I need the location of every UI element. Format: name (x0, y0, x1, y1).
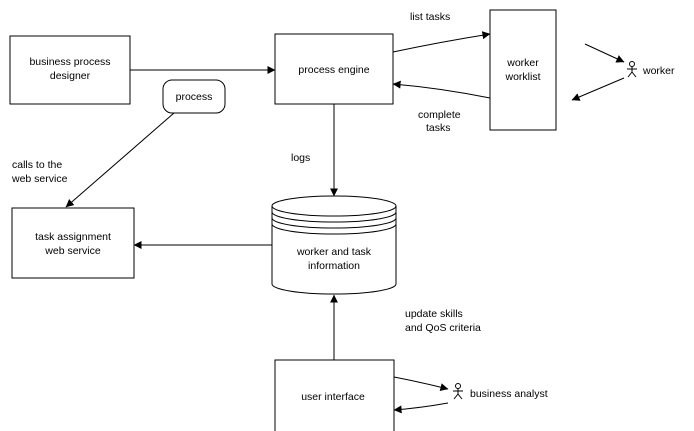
business-process-designer-node: business process designer (9, 35, 131, 105)
logs-label: logs (291, 152, 310, 164)
user-interface-label: user interface (301, 391, 365, 403)
update-label-line2: and QoS criteria (405, 322, 481, 334)
worker-label: worker (642, 65, 675, 77)
database-label-line2: information (308, 260, 360, 272)
calls-label-line1: calls to the (12, 159, 62, 171)
worklist-label-line1: worker (506, 57, 539, 69)
process-label: process (176, 91, 213, 103)
business-analyst-actor: business analyst (453, 383, 548, 400)
calls-label-line2: web service (11, 173, 68, 185)
worklist-to-worker-arrow (584, 43, 625, 63)
engine-label: process engine (298, 64, 369, 76)
process-engine-node: process engine (274, 33, 394, 105)
list-tasks-label: list tasks (410, 11, 450, 23)
ui-to-analyst-arrow (393, 376, 449, 392)
complete-tasks-label-line2: tasks (426, 122, 451, 134)
worker-to-worklist-arrow (571, 77, 625, 101)
complete-tasks-arrow (392, 80, 491, 99)
worklist-label-line2: worklist (504, 71, 540, 83)
worker-task-database: worker and task information (271, 195, 397, 295)
task-service-label-line2: web service (44, 245, 101, 257)
process-to-service-arrow (65, 112, 175, 208)
business-analyst-label: business analyst (470, 388, 548, 400)
list-tasks-arrow (392, 31, 491, 53)
update-label-line1: update skills (405, 308, 463, 320)
task-service-label-line1: task assignment (35, 231, 111, 243)
worker-actor: worker (627, 61, 675, 78)
complete-tasks-label-line1: complete (418, 109, 461, 121)
task-assignment-service-node: task assignment web service (11, 207, 135, 279)
database-label-line1: worker and task (296, 246, 372, 258)
analyst-to-ui-arrow (393, 402, 449, 414)
process-node: process (162, 79, 226, 114)
user-interface-node: user interface (274, 359, 395, 431)
worker-worklist-node: worker worklist (489, 9, 557, 131)
stick-figure-icon (453, 383, 463, 400)
designer-label-line2: designer (50, 70, 91, 82)
stick-figure-icon (627, 61, 637, 78)
designer-label-line1: business process (29, 56, 110, 68)
